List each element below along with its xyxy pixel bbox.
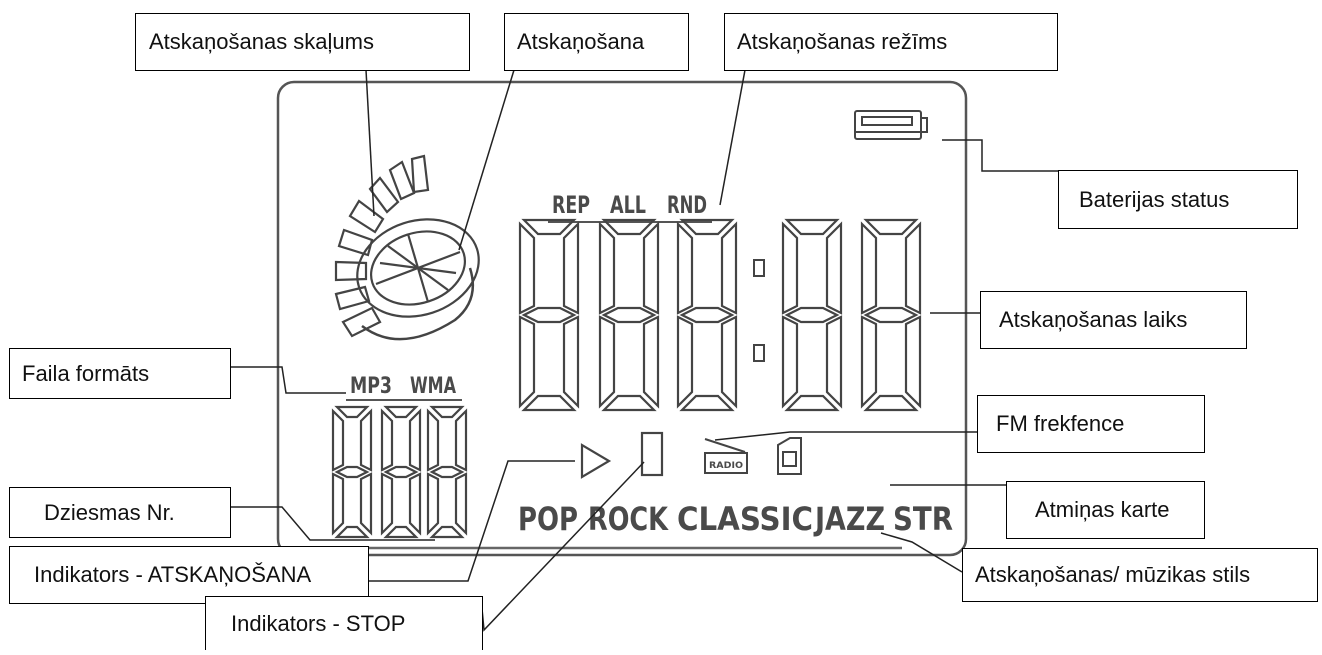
callout-battery: Baterijas status [1058,170,1298,229]
volume-bars-icon [334,154,430,338]
mode-label-rep: REP [552,191,590,219]
callout-playback: Atskaņošana [504,13,689,71]
seven-segment-digit [380,405,422,539]
stop-indicator-icon [640,431,664,477]
radio-label: RADIO [709,461,743,471]
callout-track-no: Dziesmas Nr. [9,487,231,538]
style-label-classic: CLASSIC [677,500,813,538]
battery-icon [854,110,928,140]
memory-card-icon [777,437,802,475]
callout-play-time: Atskaņošanas laiks [980,291,1247,349]
time-colon-bottom [753,344,765,362]
seven-segment-digit [518,218,580,412]
callout-volume: Atskaņošanas skaļums [135,13,470,71]
seven-segment-digit [676,218,738,412]
time-colon-top [753,259,765,277]
seven-segment-digit [598,218,660,412]
style-label-pop: POP [518,500,578,538]
time-digits [518,218,922,412]
callout-play-mode: Atskaņošanas režīms [724,13,1058,71]
format-label-wma: WMA [410,374,457,399]
lcd-panel [276,80,968,557]
mode-label-all: ALL [610,191,646,219]
callout-play-indicator: Indikators - ATSKAŅOŠANA [9,546,369,604]
format-label-mp3: MP3 [350,374,392,399]
style-label-str: STR [893,500,953,538]
seven-segment-digit [331,405,373,539]
callout-memory-card: Atmiņas karte [1006,481,1205,539]
callout-style: Atskaņošanas/ mūzikas stils [962,548,1318,602]
style-label-jazz: JAZZ [813,500,885,538]
seven-segment-digit [860,218,922,412]
seven-segment-digit [426,405,468,539]
play-indicator-icon [580,443,612,479]
callout-file-format: Faila formāts [9,348,231,399]
mode-label-rnd: RND [667,191,707,219]
leader-lines [230,69,1058,632]
track-digits [331,405,468,539]
seven-segment-digit [781,218,843,412]
radio-icon: RADIO [704,438,748,474]
callout-stop-indicator: Indikators - STOP [205,596,483,650]
disc-icon [356,218,480,318]
style-label-rock: ROCK [588,500,669,538]
callout-fm-frequency: FM frekfence [977,395,1205,453]
